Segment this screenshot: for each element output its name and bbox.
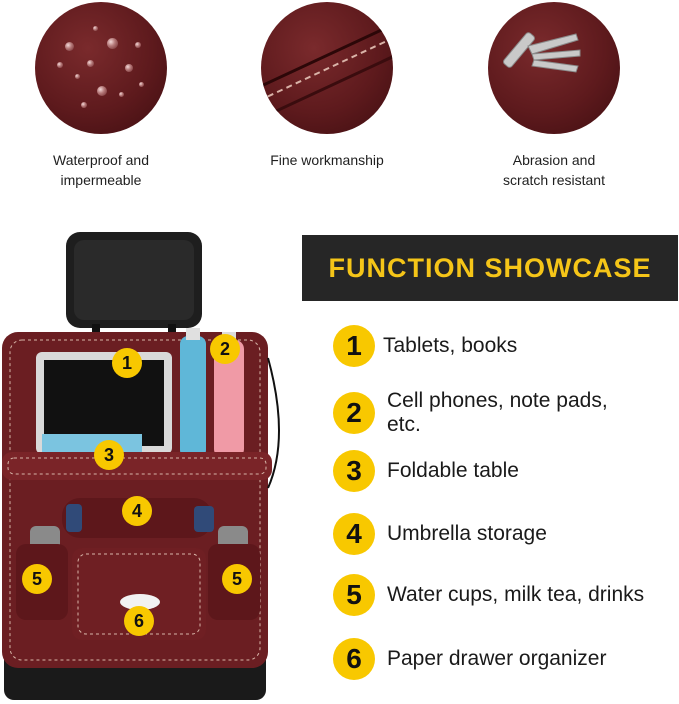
function-label: Umbrella storage (387, 522, 547, 545)
function-label: Water cups, milk tea, drinks (387, 583, 645, 606)
feature-caption: Waterproof and impermeable (53, 152, 149, 188)
number-badge: 4 (333, 513, 375, 555)
water-drops-icon (35, 2, 167, 134)
marker-3: 3 (94, 440, 124, 470)
function-label: Tablets, books (383, 334, 518, 357)
number-badge: 5 (333, 574, 375, 616)
stitching-icon (261, 2, 393, 134)
marker-2: 2 (210, 334, 240, 364)
function-label: Paper drawer organizer (387, 647, 607, 670)
function-label: Cell phones, note pads, etc. (387, 389, 608, 436)
feature-abrasion: Abrasion and scratch resistant (469, 0, 639, 190)
fork-scratch-icon (488, 2, 620, 134)
marker-1: 1 (112, 348, 142, 378)
number-badge: 3 (333, 450, 375, 492)
function-item-6: 6 Paper drawer organizer (333, 638, 606, 680)
seat-organizer-image: 1 2 3 4 5 5 6 (0, 228, 290, 704)
function-item-3: 3 Foldable table (333, 450, 519, 492)
feature-waterproof: Waterproof and impermeable (16, 0, 186, 190)
banner-title: FUNCTION SHOWCASE (328, 252, 652, 283)
function-item-1: 1 Tablets, books (333, 325, 517, 367)
number-badge: 6 (333, 638, 375, 680)
feature-workmanship: Fine workmanship (242, 0, 412, 170)
number-badge: 1 (333, 325, 375, 367)
marker-6: 6 (124, 606, 154, 636)
feature-caption: Abrasion and scratch resistant (503, 152, 605, 188)
function-item-2: 2 Cell phones, note pads, etc. (333, 389, 608, 437)
marker-5-left: 5 (22, 564, 52, 594)
function-item-4: 4 Umbrella storage (333, 513, 547, 555)
marker-5-right: 5 (222, 564, 252, 594)
feature-caption: Fine workmanship (270, 152, 384, 168)
function-showcase-banner: FUNCTION SHOWCASE (302, 235, 678, 301)
marker-4: 4 (122, 496, 152, 526)
number-badge: 2 (333, 392, 375, 434)
function-item-5: 5 Water cups, milk tea, drinks (333, 574, 644, 616)
function-label: Foldable table (387, 459, 519, 482)
